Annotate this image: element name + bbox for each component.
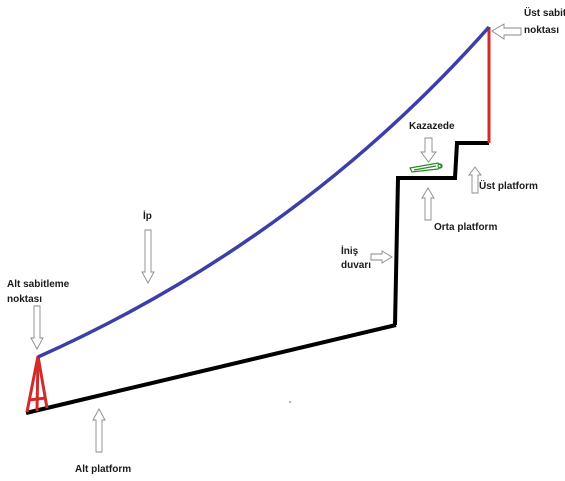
descent-wall-arrow: [370, 250, 393, 264]
casualty-figure: [409, 162, 443, 173]
upper-anchor-label-line2: noktası: [524, 25, 559, 36]
rope-label: İp: [143, 209, 152, 222]
lower-anchor-label-line1: Alt sabitleme: [7, 279, 70, 290]
casualty-label: Kazazede: [409, 121, 455, 132]
lower-anchor-label-line2: noktası: [7, 294, 42, 305]
lower-platform-arrow: [92, 408, 106, 453]
lower-anchor-tripod: [25, 355, 49, 413]
rope-line: [37, 25, 491, 359]
middle-platform-arrow: [421, 187, 435, 221]
upper-anchor-label-line1: Üst sabitleme: [524, 6, 565, 19]
middle-platform-label: Orta platform: [434, 222, 497, 233]
upper-platform-label: Üst platform: [479, 179, 538, 192]
casualty-arrow: [420, 137, 437, 163]
descent-wall-structure: [393, 141, 489, 326]
lower-platform-label: Alt platform: [75, 464, 131, 475]
lower-platform-line: [25, 323, 397, 415]
speck: [289, 401, 291, 403]
descent-wall-label-line1: İniş: [341, 244, 359, 257]
upper-platform-arrow: [468, 166, 482, 194]
lower-anchor-arrow: [30, 305, 44, 350]
rope-arrow: [141, 229, 155, 284]
descent-wall-label-line2: duvarı: [341, 260, 371, 271]
upper-anchor-arrow: [491, 23, 522, 40]
